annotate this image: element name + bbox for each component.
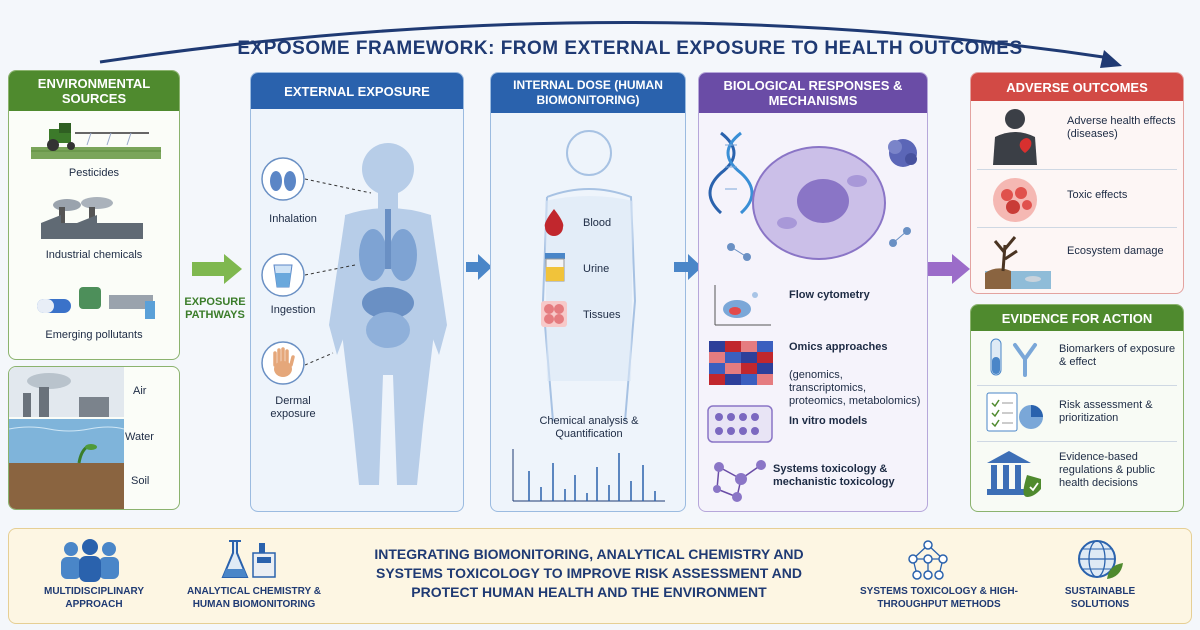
exposure-arrow	[192, 254, 242, 284]
route-dermal: Dermal exposure	[270, 395, 316, 420]
evidence-biomarkers: Biomarkers of exposure & effect	[1059, 343, 1176, 368]
tractor-icon	[31, 123, 161, 159]
environment-media-illustration	[9, 367, 125, 509]
media-soil: Soil	[131, 475, 150, 487]
source-pesticides: Pesticides	[68, 167, 120, 179]
glass-of-water-icon	[261, 253, 305, 297]
route-connector-lines	[305, 178, 372, 366]
damaged-cells-icon	[993, 178, 1037, 222]
media-water: Water	[125, 431, 154, 443]
arrow-to-internal-dose	[466, 254, 492, 280]
human-silhouette	[541, 130, 637, 421]
bottom-banner: MULTIDISCIPLINARY APPROACH ANALYTICAL CH…	[8, 528, 1192, 624]
omics-heatmap-icon	[709, 341, 773, 385]
method-systems-toxicology: Systems toxicology & mechanistic toxicol…	[773, 463, 895, 488]
matrix-blood: Blood	[583, 217, 612, 229]
feature-multidisciplinary: MULTIDISCIPLINARY APPROACH	[44, 586, 144, 610]
method-omics-title: Omics approaches	[789, 341, 888, 353]
external-exposure-header: EXTERNAL EXPOSURE	[251, 73, 463, 109]
route-ingestion: Ingestion	[270, 304, 316, 316]
checklist-chart-icon	[986, 392, 1043, 432]
globe-leaf-icon	[1078, 540, 1123, 579]
internal-dose-header: INTERNAL DOSE (HUMAN BIOMONITORING)	[491, 73, 685, 113]
media-air: Air	[133, 385, 147, 397]
method-in-vitro-models: In vitro models	[789, 415, 868, 427]
outcome-adverse-health: Adverse health effects (diseases)	[1067, 115, 1176, 140]
external-exposure-panel: EXTERNAL EXPOSURE Inhalation Ingestion	[250, 72, 464, 512]
systems-network-icon	[908, 540, 948, 580]
route-inhalation: Inhalation	[269, 213, 317, 225]
adverse-outcomes-header: ADVERSE OUTCOMES	[971, 73, 1183, 101]
matrix-urine: Urine	[583, 263, 610, 275]
arrow-to-adverse-outcomes	[928, 254, 970, 284]
outcome-ecosystem-damage: Ecosystem damage	[1067, 245, 1164, 257]
matrix-tissues: Tissues	[583, 309, 621, 321]
urine-cup-icon	[545, 253, 565, 282]
well-plate-icon	[707, 405, 773, 443]
outcome-toxic-effects: Toxic effects	[1067, 189, 1128, 201]
lungs-icon	[261, 157, 305, 201]
evidence-for-action-panel: EVIDENCE FOR ACTION Biomarkers of exposu…	[970, 304, 1184, 512]
human-body-figure	[329, 143, 447, 485]
adverse-outcomes-panel: ADVERSE OUTCOMES Adverse health effects …	[970, 72, 1184, 294]
arrow-to-biological-responses	[674, 254, 702, 280]
network-icon	[713, 460, 766, 502]
internal-dose-panel: INTERNAL DOSE (HUMAN BIOMONITORING) Bloo…	[490, 72, 686, 512]
environmental-sources-header: ENVIRONMENTAL SOURCES	[9, 71, 179, 111]
evidence-for-action-header: EVIDENCE FOR ACTION	[971, 305, 1183, 331]
evidence-regulations: Evidence-based regulations & public heal…	[1059, 451, 1156, 489]
method-flow-cytometry: Flow cytometry	[789, 289, 870, 301]
government-building-shield-icon	[987, 451, 1041, 497]
method-omics-detail: (genomics, transcriptomics, proteomics, …	[789, 369, 921, 407]
blood-drop-icon	[544, 209, 564, 236]
biomarker-tube-antibody-icon	[990, 338, 1037, 377]
feature-analytical-chemistry: ANALYTICAL CHEMISTRY & HUMAN BIOMONITORI…	[187, 586, 321, 610]
chromatogram-icon	[512, 449, 665, 502]
environmental-media-panel: Air Water Soil	[8, 366, 180, 510]
feature-sustainable-solutions: SUSTAINABLE SOLUTIONS	[1064, 586, 1136, 610]
people-group-icon	[61, 539, 119, 582]
source-emerging-pollutants: Emerging pollutants	[45, 329, 143, 341]
diagram-title: EXPOSOME FRAMEWORK: FROM EXTERNAL EXPOSU…	[237, 38, 1023, 59]
environmental-sources-panel: ENVIRONMENTAL SOURCES Pesticides Industr…	[8, 70, 180, 360]
cell-dna-illustration	[708, 131, 917, 261]
hand-icon	[261, 341, 305, 385]
top-arc-arrow	[99, 21, 1122, 68]
chemical-analysis-label: Chemical analysis & Quantification	[539, 415, 639, 440]
bottom-message: INTEGRATING BIOMONITORING, ANALYTICAL CH…	[374, 546, 804, 600]
biological-responses-panel: BIOLOGICAL RESPONSES & MECHANISMS	[698, 72, 928, 512]
feature-systems-toxicology: SYSTEMS TOXICOLOGY & HIGH-THROUGHPUT MET…	[860, 586, 1018, 610]
flow-cytometry-plot-icon	[714, 285, 771, 326]
lab-flask-instrument-icon	[221, 540, 276, 578]
evidence-risk-assessment: Risk assessment & prioritization	[1059, 399, 1153, 424]
biological-responses-header: BIOLOGICAL RESPONSES & MECHANISMS	[699, 73, 927, 113]
factory-icon	[41, 197, 143, 239]
pollutants-icon	[37, 287, 155, 319]
source-industrial-chemicals: Industrial chemicals	[45, 249, 143, 261]
dead-tree-icon	[985, 236, 1051, 289]
exposure-pathways-label: EXPOSURE PATHWAYS	[184, 296, 246, 321]
tissue-cells-icon	[541, 301, 567, 327]
human-heart-icon	[993, 109, 1037, 165]
